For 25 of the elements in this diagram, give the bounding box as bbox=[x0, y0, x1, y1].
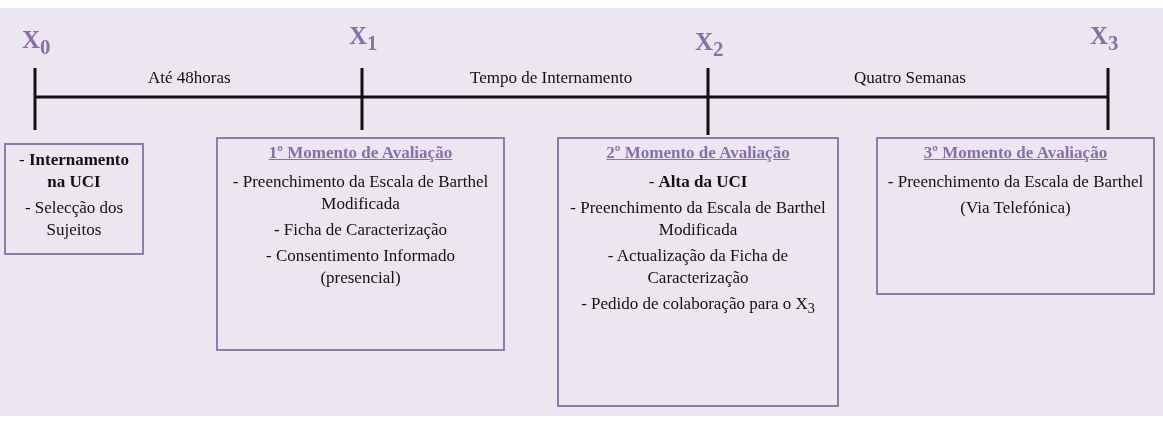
text-box bbox=[557, 137, 839, 407]
time-point-label: X$_{1}$ bbox=[349, 22, 378, 56]
box-text: - Alta da UCI bbox=[647, 171, 749, 193]
time-point-label: X$_{0}$ bbox=[22, 26, 51, 60]
text-box bbox=[4, 143, 144, 255]
box-heading: 2º Momento de Avaliação bbox=[605, 143, 791, 163]
box-text: - Pedido de colaboração para o X$_{3}$ bbox=[580, 293, 816, 319]
time-point-label: X$_{3}$ bbox=[1090, 22, 1119, 56]
box-text: - Internamento na UCI bbox=[18, 149, 130, 193]
box-text: - Ficha de Caracterização bbox=[272, 219, 449, 241]
box-text: - Selecção dos Sujeitos bbox=[23, 197, 125, 241]
text-box bbox=[876, 137, 1155, 295]
interval-label: Até 48horas bbox=[148, 68, 231, 88]
box-text: - Preenchimento da Escala de Barthel Modificada bbox=[231, 171, 490, 215]
box-heading: 3º Momento de Avaliação bbox=[922, 143, 1109, 163]
text-box bbox=[216, 137, 505, 351]
box-text: - Consentimento Informado (presencial) bbox=[265, 245, 456, 289]
box-text: - Preenchimento da Escala de Barthel Modificada bbox=[569, 197, 827, 241]
interval-label: Tempo de Internamento bbox=[470, 68, 633, 88]
box-heading: 1º Momento de Avaliação bbox=[267, 143, 454, 163]
box-text: - Actualização da Ficha de Caracterização bbox=[606, 245, 790, 289]
time-point-label: X$_{2}$ bbox=[695, 28, 724, 62]
interval-label: Quatro Semanas bbox=[854, 68, 966, 88]
box-text: - Preenchimento da Escala de Barthel bbox=[886, 171, 1145, 193]
box-text: (Via Telefónica) bbox=[959, 197, 1072, 219]
